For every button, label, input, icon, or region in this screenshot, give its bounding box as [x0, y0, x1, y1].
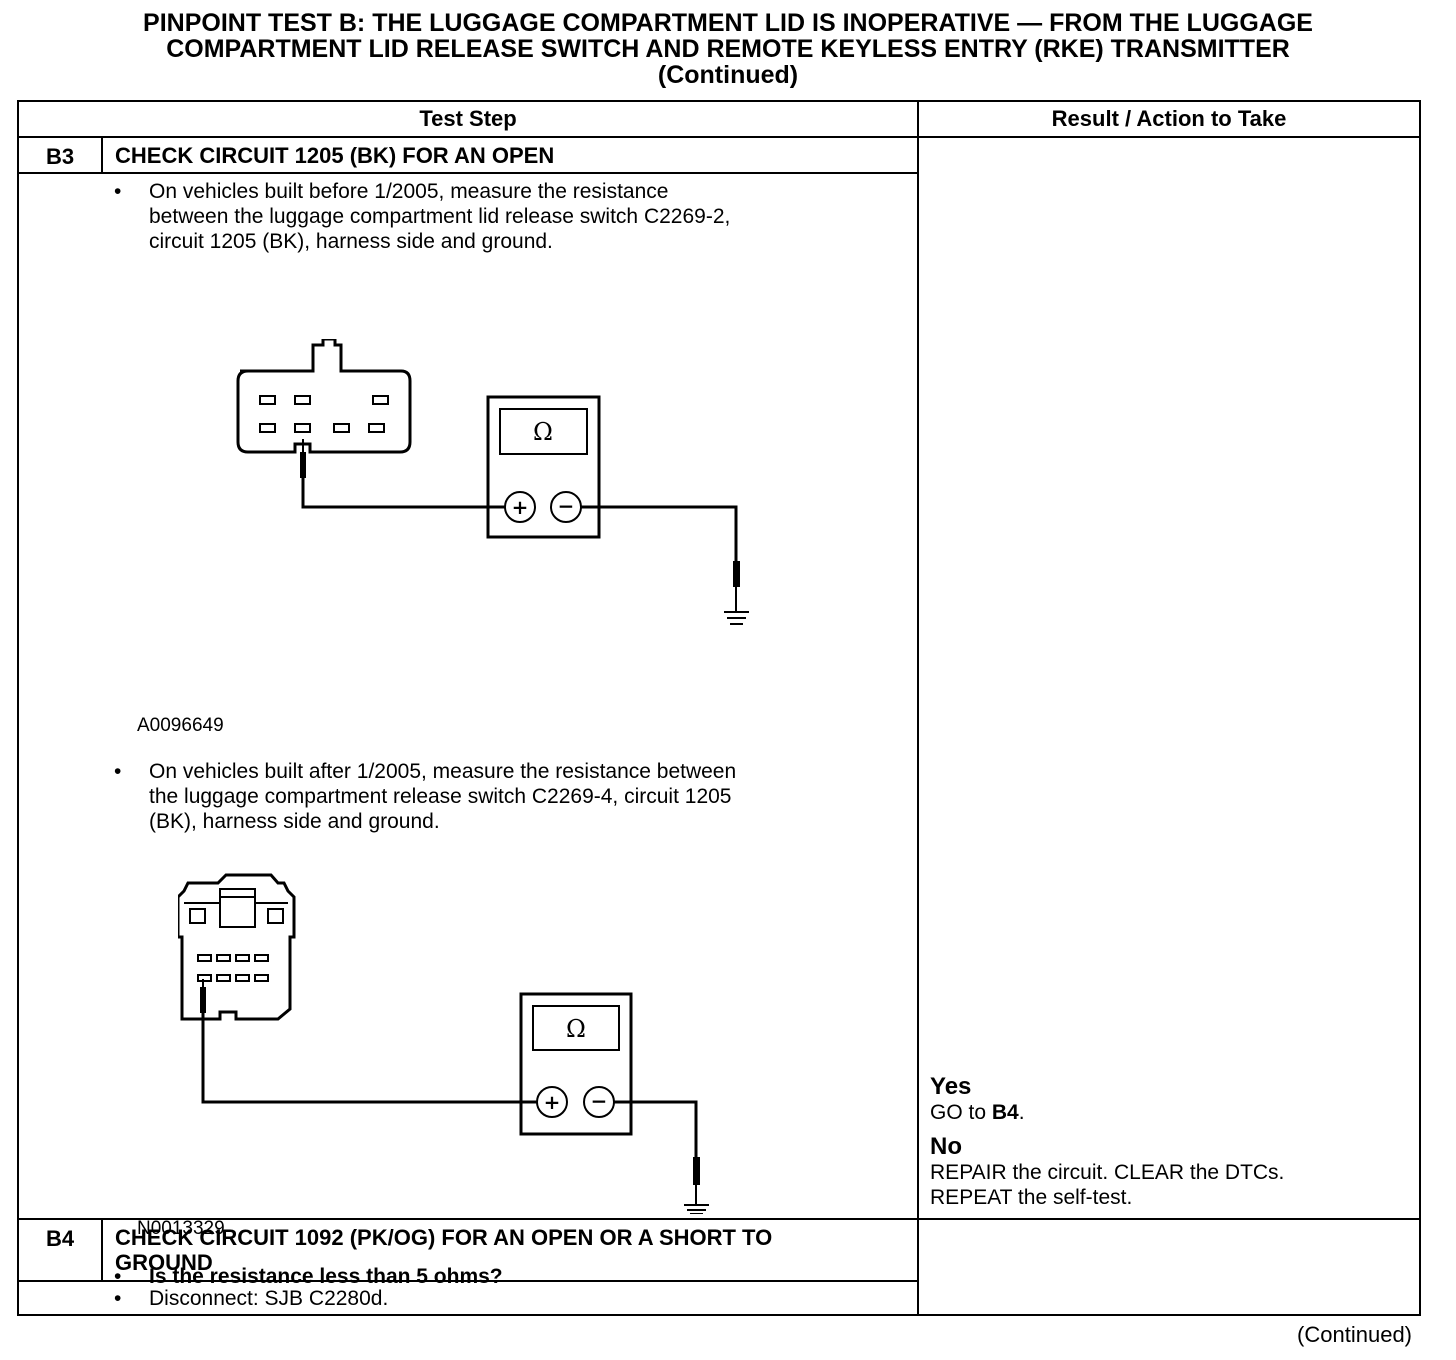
- b3-bullet-1-line-2: between the luggage compartment lid rele…: [149, 205, 731, 228]
- ground-symbol-1: [724, 611, 749, 625]
- step-b4-id-spacer: [17, 1280, 102, 1316]
- ohm-symbol-1: Ω: [533, 418, 553, 446]
- step-b4-heading-row: B4 CHECK CIRCUIT 1092 (PK/OG) FOR AN OPE…: [17, 1218, 1422, 1316]
- meter-2-minus-label: −: [591, 1089, 608, 1113]
- result-yes-suffix: .: [1018, 1101, 1025, 1124]
- step-b4-body-row: • Disconnect: SJB C2280d.: [17, 1280, 1420, 1316]
- connector-1-pin: [294, 395, 311, 405]
- continued-footer: (Continued): [1297, 1322, 1412, 1347]
- result-yes-label: Yes: [930, 1073, 972, 1100]
- connector-1-pin: [368, 423, 385, 433]
- step-b3-result-cell: Yes GO to B4. No REPAIR the circuit. CLE…: [917, 136, 1422, 1220]
- step-b4-body: • Disconnect: SJB C2280d.: [102, 1280, 920, 1316]
- step-b4-heading-line-1: CHECK CIRCUIT 1092 (PK/OG) FOR AN OPEN O…: [115, 1225, 773, 1250]
- step-b4-heading-line-2: GROUND: [115, 1250, 213, 1275]
- step-id-b3: B3: [17, 136, 103, 174]
- step-b4-heading: CHECK CIRCUIT 1092 (PK/OG) FOR AN OPEN O…: [100, 1218, 920, 1282]
- wire-2-positive: [201, 1013, 537, 1104]
- b3-bullet-1: • On vehicles built before 1/2005, measu…: [18, 179, 918, 254]
- bullet-dot: •: [114, 1287, 122, 1310]
- result-no-line-1: REPAIR the circuit. CLEAR the DTCs.: [930, 1161, 1285, 1184]
- title-line-3: (Continued): [657, 61, 799, 89]
- bullet-dot: •: [114, 1265, 122, 1288]
- step-b3-body: • On vehicles built before 1/2005, measu…: [102, 172, 920, 1288]
- b4-bullet-1: • Disconnect: SJB C2280d.: [18, 1286, 1049, 1311]
- step-b4-result-cell: [917, 1218, 1422, 1316]
- meter-1-plus-label: +: [512, 495, 529, 519]
- wire-1-negative: [581, 505, 738, 561]
- connector-1-pin: [294, 423, 311, 433]
- multimeter-1-display: [499, 408, 588, 455]
- connector-2-latch: [219, 888, 256, 928]
- figure-2-id: N0013329: [137, 1218, 225, 1239]
- wire-2-negative: [614, 1100, 698, 1157]
- wiring-figure-1: Ω + −: [236, 339, 749, 625]
- step-b3-body-row: • On vehicles built before 1/2005, measu…: [17, 172, 1420, 1288]
- result-yes-text: GO to B4.: [930, 1100, 1284, 1125]
- multimeter-2-display: [532, 1005, 620, 1051]
- probe-1-negative: [733, 561, 740, 587]
- step-b3-heading: CHECK CIRCUIT 1205 (BK) FOR AN OPEN: [100, 136, 920, 174]
- result-yes-block: Yes GO to B4. No REPAIR the circuit. CLE…: [930, 1074, 1284, 1210]
- title-line-1: PINPOINT TEST B: THE LUGGAGE COMPARTMENT…: [143, 9, 1313, 37]
- b3-bullet-1-line-3: circuit 1205 (BK), harness side and grou…: [149, 230, 553, 253]
- pinpoint-test-table: Test Step Result / Action to Take B3 CHE…: [16, 100, 1422, 1316]
- connector-1-pin: [259, 423, 276, 433]
- meter-1-minus-label: −: [558, 494, 575, 518]
- header-test-step: Test Step: [16, 100, 920, 138]
- table-header-row: Test Step Result / Action to Take: [16, 100, 1422, 138]
- connector-2-pins: [197, 954, 269, 982]
- b4-bullet-1-text: Disconnect: SJB C2280d.: [149, 1287, 389, 1310]
- connector-1-pin: [372, 395, 389, 405]
- ohm-symbol-2: Ω: [566, 1015, 586, 1043]
- b3-bullet-2-line-2: the luggage compartment release switch C…: [149, 785, 732, 808]
- connector-2-body: [178, 873, 296, 1021]
- header-result-action: Result / Action to Take: [917, 100, 1422, 138]
- step-b3-id-spacer: [17, 172, 102, 1220]
- connector-1-pin: [259, 395, 276, 405]
- b3-bullet-2-line-1: On vehicles built after 1/2005, measure …: [149, 760, 737, 783]
- connector-1-pin: [333, 423, 350, 433]
- step-b3-heading-row: B3 CHECK CIRCUIT 1205 (BK) FOR AN OPEN Y…: [17, 136, 1422, 1220]
- step-id-b4: B4: [17, 1218, 103, 1282]
- probe-1-positive: [300, 452, 306, 478]
- probe-2-negative: [693, 1157, 700, 1185]
- connector-1-body: [236, 339, 412, 454]
- ground-symbol-2: [684, 1204, 709, 1214]
- connector-2-tab: [267, 908, 284, 924]
- connector-2-tab: [189, 908, 206, 924]
- bullet-dot: •: [114, 180, 122, 203]
- b3-bullet-2: • On vehicles built after 1/2005, measur…: [18, 759, 969, 834]
- title-line-2: COMPARTMENT LID RELEASE SWITCH AND REMOT…: [166, 35, 1290, 63]
- result-no-line-2: REPEAT the self-test.: [930, 1186, 1133, 1209]
- probe-2-positive: [200, 987, 206, 1013]
- step-b3-content: • On vehicles built before 1/2005, measu…: [18, 179, 918, 1288]
- page-title: PINPOINT TEST B: THE LUGGAGE COMPARTMENT…: [0, 10, 1456, 88]
- b3-bullet-1-line-1: On vehicles built before 1/2005, measure…: [149, 180, 669, 203]
- figure-1-id: A0096649: [137, 715, 224, 736]
- wire-1-positive: [301, 478, 505, 509]
- result-yes-prefix: GO to: [930, 1101, 992, 1124]
- wiring-figure-2: Ω + −: [178, 873, 709, 1214]
- b3-bullet-2-line-3: (BK), harness side and ground.: [149, 810, 440, 833]
- bullet-dot: •: [114, 760, 122, 783]
- meter-2-plus-label: +: [544, 1090, 561, 1114]
- result-yes-link[interactable]: B4: [991, 1101, 1019, 1124]
- result-no-label: No: [930, 1133, 963, 1160]
